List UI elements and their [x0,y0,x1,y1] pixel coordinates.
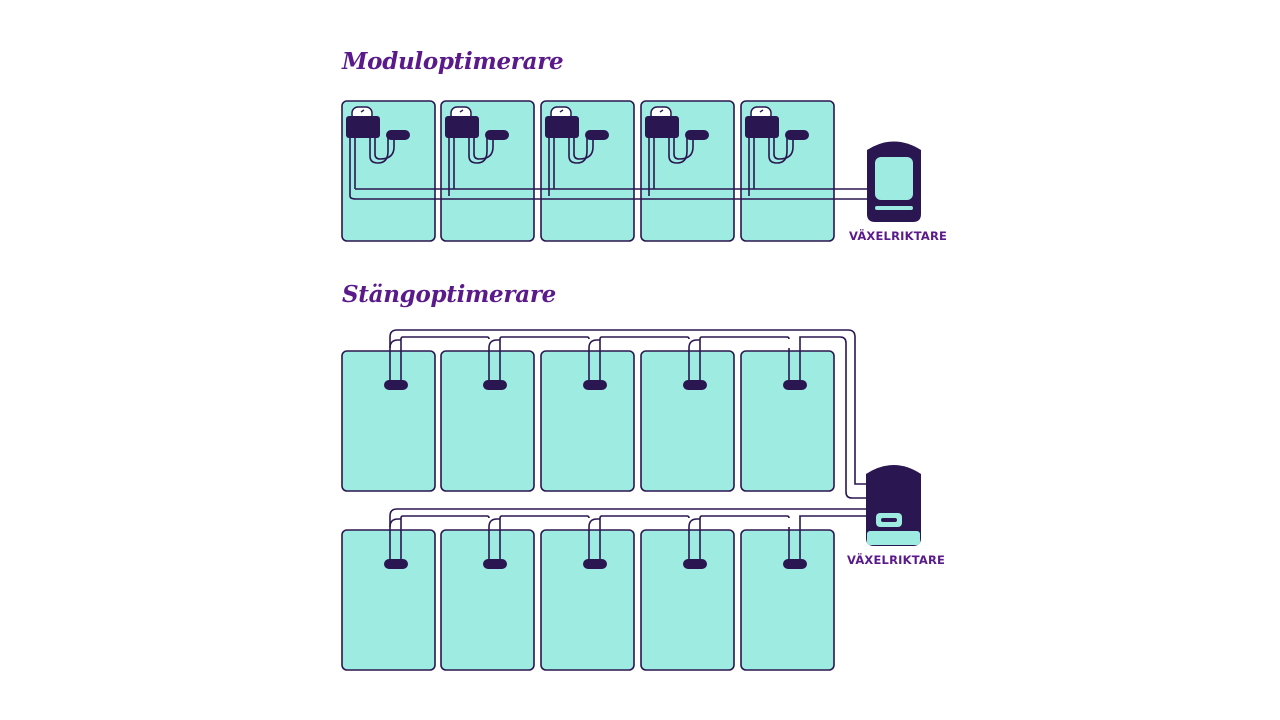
inverter-lower-panel [867,531,920,545]
optimizer-icon [483,380,507,390]
cable-loop [673,137,694,160]
cable-bend [588,518,600,528]
return-line [799,515,866,518]
connector-plug [585,130,609,140]
cable-loop [773,137,794,160]
inverter-icon [866,465,921,546]
cable-bend [389,339,401,349]
connector-plug [485,130,509,140]
cable-loop [473,137,494,160]
inverter-label-1: VÄXELRIKTARE [849,228,947,243]
optimizer-icon [783,380,807,390]
solar-panel [540,529,635,671]
solar-panel [640,529,735,671]
string-link [400,336,490,340]
junction-box-mark [759,109,764,113]
cable-bend [588,339,600,349]
optimizer-icon [683,559,707,569]
optimizer-icon [384,380,408,390]
title-module-optimizer: Moduloptimerare [342,48,564,75]
cable-bend [389,518,401,528]
return-line [389,329,866,485]
connector-plug [386,130,410,140]
inverter-slot [875,206,913,210]
trunk-line [349,195,867,200]
junction-box-mark [659,109,664,113]
cable-loop [568,137,588,164]
optimizer-icon [683,380,707,390]
solar-panel [341,350,436,492]
optimizer-icon [645,116,679,138]
string-link [699,336,790,340]
cable-loop [573,137,594,160]
optimizer-icon [583,380,607,390]
cable-bend [688,518,700,528]
solar-panel [740,529,835,671]
optimizer-icon [483,559,507,569]
title-string-optimizer: Stängoptimerare [342,281,556,308]
optimizer-icon [745,116,779,138]
optimizers [346,106,809,569]
inverter-label-2: VÄXELRIKTARE [847,552,945,567]
optimizer-icon [445,116,479,138]
junction-box-mark [459,109,464,113]
solar-panel [640,350,735,492]
optimizer-icon [545,116,579,138]
solar-panel [341,529,436,671]
string-link [499,336,590,340]
optimizer-icon [583,559,607,569]
cable-loop [369,137,389,164]
string-link [400,515,490,519]
solar-panel [440,529,535,671]
cable-loop [668,137,688,164]
cable-loop [374,137,395,160]
inverter-icon [867,141,921,222]
junction-box-mark [360,109,365,113]
solar-panel [540,350,635,492]
connector-plug [785,130,809,140]
cable-bend [688,339,700,349]
string-link [599,515,690,519]
cable-loop [768,137,788,164]
string-link [499,515,590,519]
string-link [599,336,690,340]
connector-plug [685,130,709,140]
return-line [389,508,866,527]
cable-bend [488,339,500,349]
string-link [699,515,790,519]
solar-panel [740,350,835,492]
inverter-screen [875,157,913,200]
wiring [349,137,867,560]
solar-panel [440,350,535,492]
junction-box-mark [559,109,564,113]
return-line [799,336,866,499]
optimizer-icon [346,116,380,138]
optimizer-icon [384,559,408,569]
cable-loop [468,137,488,164]
optimizer-icon [783,559,807,569]
inverter-port-inner [881,518,897,522]
cable-bend [488,518,500,528]
